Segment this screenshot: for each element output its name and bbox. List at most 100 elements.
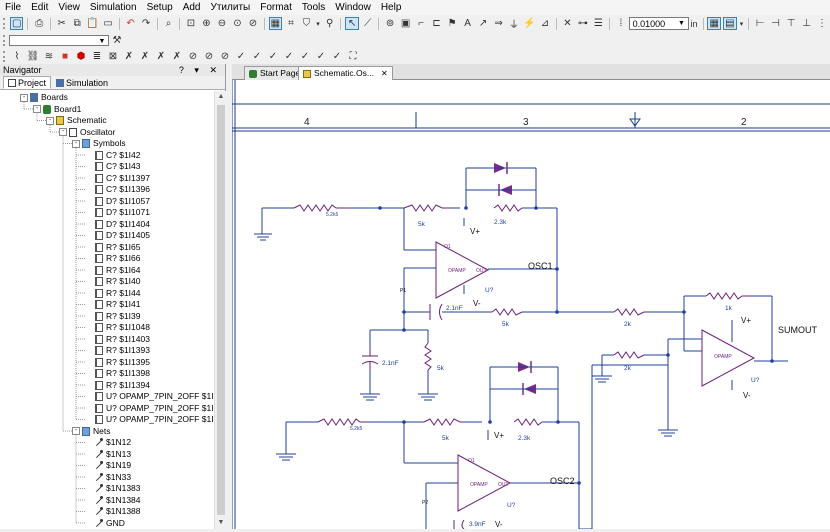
tree-item-symbol[interactable]: R? $1I1393 — [85, 345, 150, 356]
menu-file[interactable]: File — [5, 2, 22, 13]
delete-icon[interactable]: ▭ — [103, 18, 113, 29]
find-icon[interactable]: ⌕ — [165, 18, 172, 29]
tree-item-symbols[interactable]: -Symbols — [72, 138, 126, 149]
tree-item-symbol[interactable]: R? $1I1395 — [85, 357, 150, 368]
filter-icon[interactable]: ⛉ — [302, 18, 311, 29]
print-icon[interactable]: ⎙ — [35, 18, 44, 29]
pin-tool-icon[interactable]: ⊠ — [108, 51, 118, 62]
tree-item-symbol[interactable]: R? $1I39 — [85, 311, 141, 322]
tab-project[interactable]: Project — [3, 76, 52, 89]
binoculars-icon[interactable]: ⛶ — [349, 51, 357, 62]
tab-simulation[interactable]: Simulation — [51, 76, 113, 89]
wire-tool-icon[interactable]: ⟋ — [364, 18, 372, 29]
properties-icon[interactable]: ☰ — [593, 18, 603, 29]
menu-simulation[interactable]: Simulation — [89, 2, 137, 13]
tree-item-symbol[interactable]: C? $1I1396 — [85, 184, 150, 195]
chevron-down-icon[interactable]: ▼ — [98, 38, 106, 45]
route-5-icon[interactable]: ✓ — [300, 51, 310, 62]
tree-item-boards[interactable]: -Boards — [20, 92, 68, 103]
toolbar-grip[interactable] — [3, 18, 7, 29]
tree-item-symbol[interactable]: R? $1I1403 — [85, 334, 150, 345]
tree-item-board1[interactable]: -Board1 — [33, 104, 81, 115]
tree-item-symbol[interactable]: R? $1I41 — [85, 299, 141, 310]
ratsnest-icon[interactable]: ✕ — [563, 18, 572, 29]
stop-icon[interactable]: ⬢ — [76, 51, 86, 62]
tab-schematic[interactable]: Schematic.Os... ✕ — [298, 66, 393, 80]
tree-item-symbol[interactable]: D? $1I1405 — [85, 230, 150, 241]
tree-item-net[interactable]: $1N12 — [85, 437, 131, 448]
add-wire-icon[interactable]: ⌐ — [418, 18, 424, 29]
grid-spacing-select[interactable]: 0.01000 ▼ — [628, 17, 689, 30]
collapse-toggle-icon[interactable]: - — [72, 427, 80, 435]
tree-item-symbol[interactable]: D? $1I1057 — [85, 196, 150, 207]
collapse-toggle-icon[interactable]: - — [33, 105, 41, 113]
unroute-seg-icon[interactable]: ✗ — [172, 51, 182, 62]
menu-add[interactable]: Add — [182, 2, 201, 13]
tree-item-oscillator[interactable]: -Oscillator — [59, 127, 115, 138]
part-filter-select[interactable]: ▼ — [9, 35, 109, 46]
align-bottom-icon[interactable]: ⊥ — [802, 18, 811, 29]
chevron-down-icon[interactable]: ▼ — [678, 20, 685, 27]
link-icon[interactable]: ⛓ — [26, 51, 40, 62]
tree-item-symbol[interactable]: D? $1I1071 — [85, 207, 150, 218]
route-4-icon[interactable]: ✓ — [284, 51, 294, 62]
align-top-icon[interactable]: ⊤ — [786, 18, 796, 29]
redo-icon[interactable]: ↷ — [141, 18, 151, 29]
menu-setup[interactable]: Setup — [146, 2, 173, 13]
unroute-icon[interactable]: ✗ — [124, 51, 134, 62]
navigator-controls[interactable]: ? ▾ ✕ — [178, 65, 221, 75]
close-icon[interactable]: ✕ — [381, 69, 388, 78]
scroll-thumb[interactable] — [217, 105, 225, 515]
copy-icon[interactable]: ⧉ — [73, 18, 81, 29]
cut-icon[interactable]: ✂ — [57, 18, 66, 29]
menu-format[interactable]: Format — [260, 2, 292, 13]
tree-item-symbol[interactable]: C? $1I42 — [85, 150, 141, 161]
tree-item-net[interactable]: $1N1384 — [85, 495, 141, 506]
tree-item-symbol[interactable]: R? $1I66 — [85, 253, 141, 264]
display-grid-icon[interactable]: ▦ — [707, 17, 722, 30]
component-icon[interactable]: ⊚ — [385, 18, 395, 29]
scroll-up-icon[interactable]: ▲ — [217, 93, 225, 100]
select-mode-icon[interactable]: ▢ — [9, 17, 24, 30]
add-ground-icon[interactable]: ⏚ — [508, 20, 519, 31]
tree-item-net[interactable]: $1N13 — [85, 449, 131, 460]
collapse-toggle-icon[interactable]: - — [46, 116, 54, 125]
no-connect-2-icon[interactable]: ⊘ — [204, 51, 214, 62]
filter-dropdown-icon[interactable]: ▾ — [316, 20, 320, 28]
bus-tool-icon[interactable]: ≋ — [44, 51, 54, 62]
menu-edit[interactable]: Edit — [31, 2, 49, 13]
route-icon[interactable]: ✓ — [236, 51, 246, 62]
tree-item-net[interactable]: GND — [85, 518, 125, 529]
tree-item-symbol[interactable]: U? OPAMP_7PIN_2OFF $1I1133 — [85, 403, 214, 414]
schematic-drawing[interactable]: 4 3 2 — [231, 80, 830, 530]
tools-icon[interactable]: ⚒ — [112, 35, 122, 46]
undo-icon[interactable]: ↶ — [126, 18, 135, 29]
list-icon[interactable]: ≣ — [92, 51, 102, 62]
add-line-icon[interactable]: ↗ — [478, 18, 488, 29]
route-6-icon[interactable]: ✓ — [316, 51, 326, 62]
add-port-icon[interactable]: ⇒ — [494, 18, 503, 29]
zoom-area-icon[interactable]: ⊙ — [233, 18, 242, 29]
menu-view[interactable]: View — [58, 2, 80, 13]
tree-item-symbol[interactable]: R? $1I1394 — [85, 380, 150, 391]
schematic-canvas[interactable]: 4 3 2 — [231, 80, 830, 530]
collapse-toggle-icon[interactable]: - — [72, 139, 80, 148]
tree-item-net[interactable]: $1N19 — [85, 460, 131, 471]
tree-item-net[interactable]: $1N33 — [85, 472, 131, 483]
tree-item-symbol[interactable]: C? $1I43 — [85, 161, 141, 172]
net-highlight-icon[interactable]: ⊶ — [577, 18, 588, 29]
tree-item-symbol[interactable]: U? OPAMP_7PIN_2OFF $1I1038 — [85, 391, 214, 402]
add-net-label-icon[interactable]: ⚑ — [447, 18, 457, 29]
align-left-icon[interactable]: ⊢ — [755, 18, 765, 29]
zoom-fit-icon[interactable]: ⊡ — [186, 18, 196, 29]
menu-help[interactable]: Help — [380, 2, 402, 13]
align-right-icon[interactable]: ⊣ — [771, 18, 780, 29]
route-7-icon[interactable]: ✓ — [332, 51, 342, 62]
zoom-previous-icon[interactable]: ⊘ — [248, 18, 258, 29]
distribute-icon[interactable]: ⋮ — [817, 18, 828, 29]
toolbar-grip-3[interactable] — [3, 51, 7, 62]
snap-icon[interactable]: ▤ — [723, 17, 737, 30]
menu-window[interactable]: Window — [335, 2, 371, 13]
tree-item-schematic[interactable]: -Schematic — [46, 115, 107, 126]
snap-grid-icon[interactable]: ▦ — [268, 17, 283, 30]
